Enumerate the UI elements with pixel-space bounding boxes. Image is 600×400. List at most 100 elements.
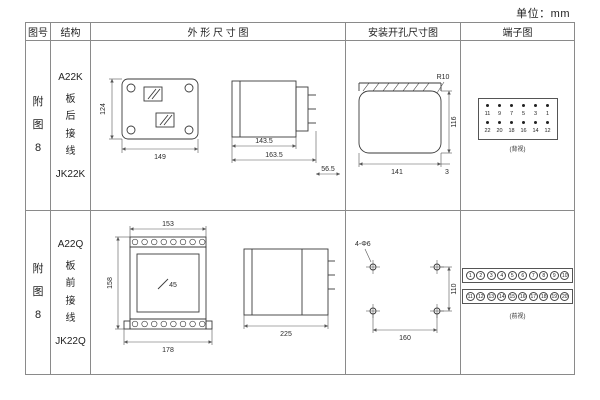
terminal-view-caption: (背视) xyxy=(509,147,526,153)
header-mounting-label: 安装开孔尺寸图 xyxy=(368,28,438,39)
terminal-dot xyxy=(498,121,501,124)
terminal-number: 8 xyxy=(539,271,549,280)
outline-drawing-row1: 124 149 143.5 163.5 56.5 xyxy=(100,78,340,176)
outline-depth-body-dim: 143.5 xyxy=(255,138,273,145)
header-mounting: 安装开孔尺寸图 xyxy=(346,23,461,41)
hole-spacing-height-dim: 110 xyxy=(451,283,458,294)
terminal-number: 10 xyxy=(560,271,570,280)
fig-no-row1: 附图8 xyxy=(32,95,44,155)
structure-wiring-row1: 板后接线 xyxy=(65,93,76,158)
terminal-number: 3 xyxy=(533,111,538,117)
cutout-width-dim: 141 xyxy=(391,169,403,176)
terminal-number: 7 xyxy=(528,271,538,280)
relay-side-view xyxy=(243,248,335,315)
mounting-holes xyxy=(369,263,440,314)
terminal-number: 5 xyxy=(507,271,517,280)
terminal-dot xyxy=(534,121,537,124)
terminal-dot xyxy=(546,104,549,107)
terminal-number: 20 xyxy=(496,128,503,134)
hole-spec-label: 4-Φ6 xyxy=(355,241,371,248)
unit-label: 单位：mm xyxy=(516,8,570,20)
outline-drawing-cell-row1: 124 149 143.5 163.5 56.5 xyxy=(91,41,346,211)
terminal-number: 20 xyxy=(560,292,570,301)
cutout-radius-dim: R10 xyxy=(436,74,449,81)
terminal-screw-circles xyxy=(131,238,205,327)
hatch-marks xyxy=(362,82,429,91)
fig-no-row2: 附图8 xyxy=(32,262,44,322)
terminal-dot xyxy=(486,121,489,124)
outline-width-bottom-dim: 178 xyxy=(162,347,174,354)
fig-no-cell-row1: 附图8 xyxy=(26,41,51,211)
terminal-number: 9 xyxy=(549,271,559,280)
terminal-number: 14 xyxy=(497,292,507,301)
outline-dimension-lines xyxy=(108,78,340,176)
outline-depth-dim: 225 xyxy=(280,331,292,338)
terminal-number: 18 xyxy=(539,292,549,301)
mounting-drawing-row1: R10 116 141 3 xyxy=(358,74,458,176)
mounting-drawing-cell-row1: R10 116 141 3 xyxy=(346,41,461,211)
header-fig-no-label: 图号 xyxy=(28,28,48,39)
relay-front-view xyxy=(121,78,198,139)
terminal-number: 14 xyxy=(532,128,539,134)
terminal-number: 12 xyxy=(476,292,486,301)
header-terminal-label: 端子图 xyxy=(502,28,533,39)
terminal-dot xyxy=(522,121,525,124)
terminal-number: 15 xyxy=(507,292,517,301)
terminal-number: 5 xyxy=(521,111,526,117)
mounting-drawing-cell-row2: 4-Φ6 110 160 xyxy=(346,211,461,374)
cutout-height-dim: 116 xyxy=(451,116,458,127)
terminal-view-caption: (前视) xyxy=(509,314,526,320)
terminal-number: 13 xyxy=(486,292,496,301)
outline-width-top-dim: 153 xyxy=(162,221,174,228)
terminal-number: 16 xyxy=(520,128,527,134)
terminal-number: 9 xyxy=(497,111,502,117)
terminal-number: 1 xyxy=(545,111,550,117)
outline-inner-dim: 45 xyxy=(169,282,177,289)
terminal-dot-row xyxy=(483,121,553,124)
structure-cell-row2: A22Q 板前接线 JK22Q xyxy=(51,211,91,374)
terminal-dot xyxy=(546,121,549,124)
terminal-number-row: 22 20 18 16 14 12 xyxy=(483,128,553,134)
outline-height-dim: 124 xyxy=(100,103,107,115)
relay-front-view xyxy=(123,236,212,329)
mounting-drawing-row2: 4-Φ6 110 160 xyxy=(355,241,458,342)
outline-drawing-cell-row2: 153 158 45 178 225 xyxy=(91,211,346,374)
terminal-dot-row xyxy=(483,104,553,107)
outline-depth-total-dim: 163.5 xyxy=(265,152,283,159)
terminal-dot xyxy=(534,104,537,107)
header-fig-no: 图号 xyxy=(26,23,51,41)
terminal-number: 17 xyxy=(528,292,538,301)
spec-table: 图号 结构 外 形 尺 寸 图 安装开孔尺寸图 端子图 附图8 A22K 板后接… xyxy=(25,22,575,375)
structure-type-row1: JK22K xyxy=(55,168,86,180)
terminal-dot xyxy=(522,104,525,107)
structure-wiring-row2: 板前接线 xyxy=(65,260,76,325)
terminal-number: 1 xyxy=(465,271,475,280)
terminal-number: 18 xyxy=(508,128,515,134)
terminal-number: 6 xyxy=(518,271,528,280)
hole-centerlines xyxy=(365,259,444,318)
outline-height-dim: 158 xyxy=(107,277,114,289)
terminal-number: 22 xyxy=(484,128,491,134)
terminal-number: 2 xyxy=(476,271,486,280)
header-terminal: 端子图 xyxy=(461,23,574,41)
terminal-dot xyxy=(510,104,513,107)
outline-dimension-lines xyxy=(114,225,328,345)
outline-drawing-row2: 153 158 45 178 225 xyxy=(107,221,335,354)
structure-model-row1: A22K xyxy=(58,71,83,83)
terminal-dot xyxy=(510,121,513,124)
terminal-number: 11 xyxy=(465,292,475,301)
outline-depth-cover-dim: 56.5 xyxy=(321,166,335,173)
terminal-number: 12 xyxy=(544,128,551,134)
terminal-dot xyxy=(498,104,501,107)
terminal-number: 19 xyxy=(549,292,559,301)
cutout-edge-dim: 3 xyxy=(445,169,449,176)
relay-side-view xyxy=(231,80,316,137)
header-outline: 外 形 尺 寸 图 xyxy=(91,23,346,41)
header-outline-label: 外 形 尺 寸 图 xyxy=(187,28,249,39)
fig-no-cell-row2: 附图8 xyxy=(26,211,51,374)
